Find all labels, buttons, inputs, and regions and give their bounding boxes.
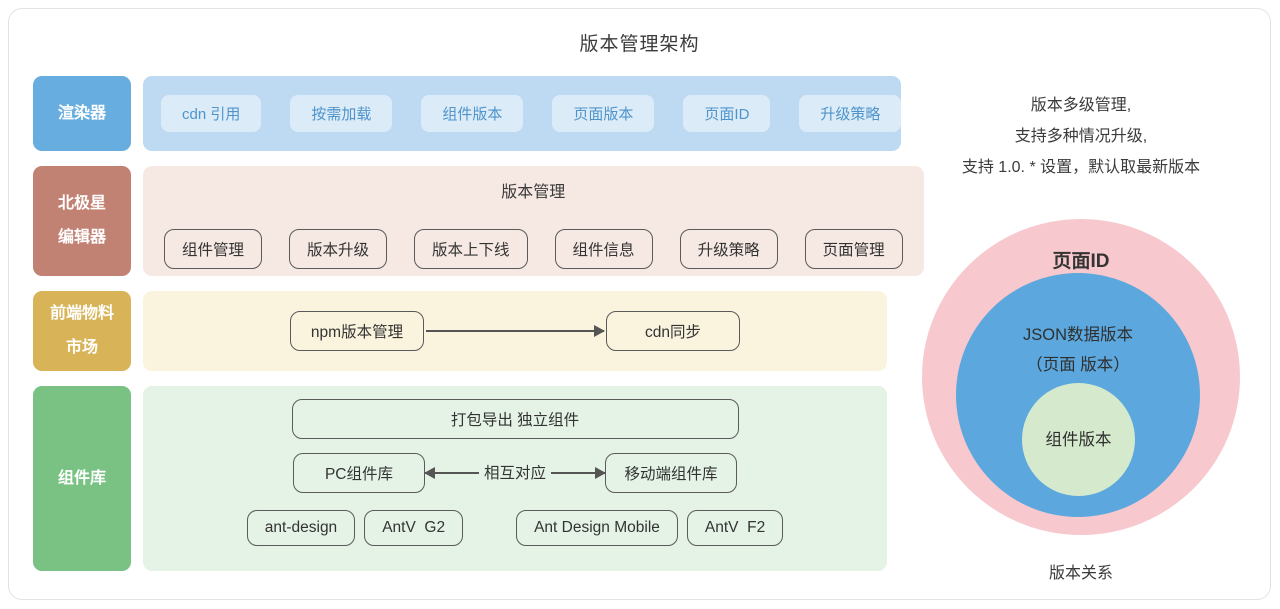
box-antv-g2: AntV G2 [364, 510, 464, 546]
row-renderer: 渲染器 cdn 引用 按需加载 组件版本 页面版本 页面ID 升级策略 [33, 76, 902, 151]
chip-upgrade-strategy: 升级策略 [799, 95, 902, 132]
diagram-card: 版本管理架构 渲染器 cdn 引用 按需加载 组件版本 页面版本 页面ID 升级… [8, 8, 1271, 600]
box-page-management: 页面管理 [804, 229, 903, 269]
box-antv-f2: AntV F2 [686, 510, 784, 546]
venn-circle-page-id: 页面ID JSON数据版本 （页面 版本） 组件版本 [922, 219, 1240, 535]
box-version-on-offline: 版本上下线 [414, 229, 528, 269]
row-component-library: 组件库 打包导出 独立组件 PC组件库 相互对应 移动端组件库 ant-desi… [33, 386, 887, 571]
library-group-spacer [472, 528, 507, 529]
box-npm-version-management: npm版本管理 [290, 311, 424, 351]
material-market-band: npm版本管理 cdn同步 [143, 291, 887, 371]
box-component-info: 组件信息 [554, 229, 653, 269]
chip-page-id: 页面ID [683, 95, 771, 132]
editor-box-row: 组件管理 版本升级 版本上下线 组件信息 升级策略 页面管理 [143, 229, 924, 269]
box-pc-library: PC组件库 [293, 453, 425, 493]
box-version-upgrade: 版本升级 [289, 229, 388, 269]
box-cdn-sync: cdn同步 [606, 311, 740, 351]
library-bottom-row: ant-design AntV G2 Ant Design Mobile Ant… [246, 510, 784, 546]
renderer-band: cdn 引用 按需加载 组件版本 页面版本 页面ID 升级策略 [143, 76, 902, 151]
box-ant-design-mobile: Ant Design Mobile [516, 510, 678, 546]
architecture-rows: 渲染器 cdn 引用 按需加载 组件版本 页面版本 页面ID 升级策略 北极星 … [33, 76, 924, 586]
venn-circle-component-version: 组件版本 [1022, 383, 1135, 496]
note-line-2: 支持多种情况升级, [1014, 128, 1148, 145]
box-component-management: 组件管理 [164, 229, 263, 269]
note-line-1: 版本多级管理, [1030, 97, 1132, 114]
row-label-renderer: 渲染器 [33, 76, 131, 151]
diagram-title: 版本管理架构 [579, 34, 700, 55]
row-label-component-library: 组件库 [33, 386, 131, 571]
venn-caption: 版本关系 [1048, 565, 1113, 582]
chip-lazy-load: 按需加载 [290, 95, 393, 132]
venn-label-json-version: JSON数据版本 [1022, 326, 1133, 344]
venn-label-page-version: （页面 版本） [1026, 356, 1130, 374]
chip-page-version: 页面版本 [552, 95, 655, 132]
arrow-right-icon [426, 325, 605, 337]
version-relation-venn: 页面ID JSON数据版本 （页面 版本） 组件版本 [922, 219, 1240, 535]
venn-label-page-id: 页面ID [1052, 251, 1110, 272]
row-label-material-market: 前端物料 市场 [33, 291, 131, 371]
box-mobile-library: 移动端组件库 [605, 453, 737, 493]
note-line-3: 支持 1.0. * 设置，默认取最新版本 [961, 159, 1201, 176]
editor-band-heading: 版本管理 [501, 184, 566, 201]
side-panel: 版本多级管理, 支持多种情况升级, 支持 1.0. * 设置，默认取最新版本 页… [901, 76, 1261, 583]
version-notes: 版本多级管理, 支持多种情况升级, 支持 1.0. * 设置，默认取最新版本 [901, 90, 1261, 183]
arrow-label: 相互对应 [478, 461, 551, 483]
box-ant-design: ant-design [246, 510, 356, 546]
venn-label-component-version: 组件版本 [1045, 430, 1112, 449]
box-package-export: 打包导出 独立组件 [291, 399, 739, 439]
chip-cdn-reference: cdn 引用 [161, 95, 262, 132]
chip-component-version: 组件版本 [421, 95, 524, 132]
component-library-band: 打包导出 独立组件 PC组件库 相互对应 移动端组件库 ant-design A… [143, 386, 887, 571]
venn-circle-json-version: JSON数据版本 （页面 版本） 组件版本 [956, 273, 1200, 517]
row-material-market: 前端物料 市场 npm版本管理 cdn同步 [33, 291, 887, 371]
box-upgrade-strategy: 升级策略 [679, 229, 778, 269]
editor-band: 版本管理 组件管理 版本升级 版本上下线 组件信息 升级策略 页面管理 [143, 166, 924, 276]
library-pair-row: PC组件库 相互对应 移动端组件库 [293, 453, 737, 493]
double-arrow-icon: 相互对应 [424, 461, 606, 483]
row-label-editor: 北极星 编辑器 [33, 166, 131, 276]
row-editor: 北极星 编辑器 版本管理 组件管理 版本升级 版本上下线 组件信息 升级策略 页… [33, 166, 924, 276]
